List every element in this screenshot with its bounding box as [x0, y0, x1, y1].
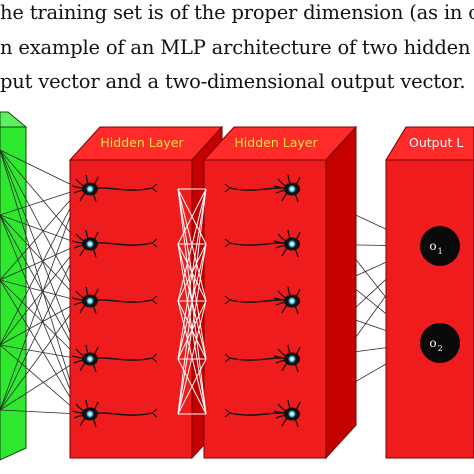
input-layer-block: [0, 111, 28, 461]
connection-line: [0, 358, 81, 411]
hidden-layer-1-neurons: [71, 174, 158, 428]
connection-line: [0, 243, 81, 411]
connection-line: [0, 409, 81, 415]
output-node-1-subscript: 1: [438, 247, 443, 256]
neuron: [224, 344, 301, 373]
connection-line: [0, 344, 81, 360]
connection-line: [0, 188, 81, 411]
connection-line: [0, 300, 81, 346]
neuron: [224, 174, 301, 203]
neuron: [224, 399, 301, 428]
output-layer-block: Output L: [385, 126, 474, 459]
connection-line: [177, 243, 207, 415]
connection-line: [177, 188, 207, 415]
output-node-1: o1: [420, 226, 460, 266]
caption-line-1: he training set is of the proper dimensi…: [0, 1, 474, 24]
connection-line: [0, 149, 81, 245]
connection-line: [177, 188, 207, 360]
hidden-layer-2-block: Hidden Layer: [202, 125, 358, 460]
input-to-hidden-connections: [0, 149, 81, 415]
hidden-layer-2-title: Hidden Layer: [234, 135, 318, 150]
neuron: [71, 344, 158, 373]
svg-text:o2: o2: [429, 336, 442, 353]
connection-line: [0, 344, 81, 415]
hidden-to-hidden-connections: [177, 188, 207, 415]
output-node-2-symbol: o: [429, 336, 436, 350]
connection-line: [0, 279, 81, 360]
connection-line: [0, 300, 81, 411]
connection-line: [0, 188, 81, 346]
connection-line: [0, 149, 81, 415]
output-node-2-subscript: 2: [438, 344, 443, 353]
connection-line: [0, 243, 81, 281]
connection-line: [177, 188, 207, 302]
neuron: [71, 174, 158, 203]
output-node-2: o2: [420, 323, 460, 363]
connection-line: [0, 279, 81, 302]
neuron: [71, 286, 158, 315]
connection-line: [0, 243, 81, 346]
connection-line: [0, 214, 81, 302]
caption-line-2: n example of an MLP architecture of two …: [0, 36, 474, 59]
connection-line: [177, 358, 207, 415]
connection-line: [177, 300, 207, 415]
output-node-1-symbol: o: [429, 239, 436, 253]
connection-line: [0, 149, 81, 302]
connection-line: [0, 279, 81, 415]
connection-line: [0, 214, 81, 245]
connection-line: [0, 188, 81, 216]
connection-line: [177, 188, 207, 245]
svg-text:o1: o1: [429, 239, 442, 256]
connection-line: [0, 188, 81, 281]
hidden-layer-2-neurons: [224, 174, 301, 428]
neuron: [71, 229, 158, 258]
neuron: [224, 286, 301, 315]
connection-line: [0, 149, 81, 190]
output-layer-title: Output L: [409, 135, 463, 150]
connection-line: [0, 149, 81, 360]
connection-line: [0, 214, 81, 360]
neuron: [71, 399, 158, 428]
connection-line: [0, 214, 81, 415]
caption-line-3: put vector and a two-dimensional output …: [0, 70, 466, 93]
neuron: [224, 229, 301, 258]
hidden-layer-1-title: Hidden Layer: [100, 135, 184, 150]
